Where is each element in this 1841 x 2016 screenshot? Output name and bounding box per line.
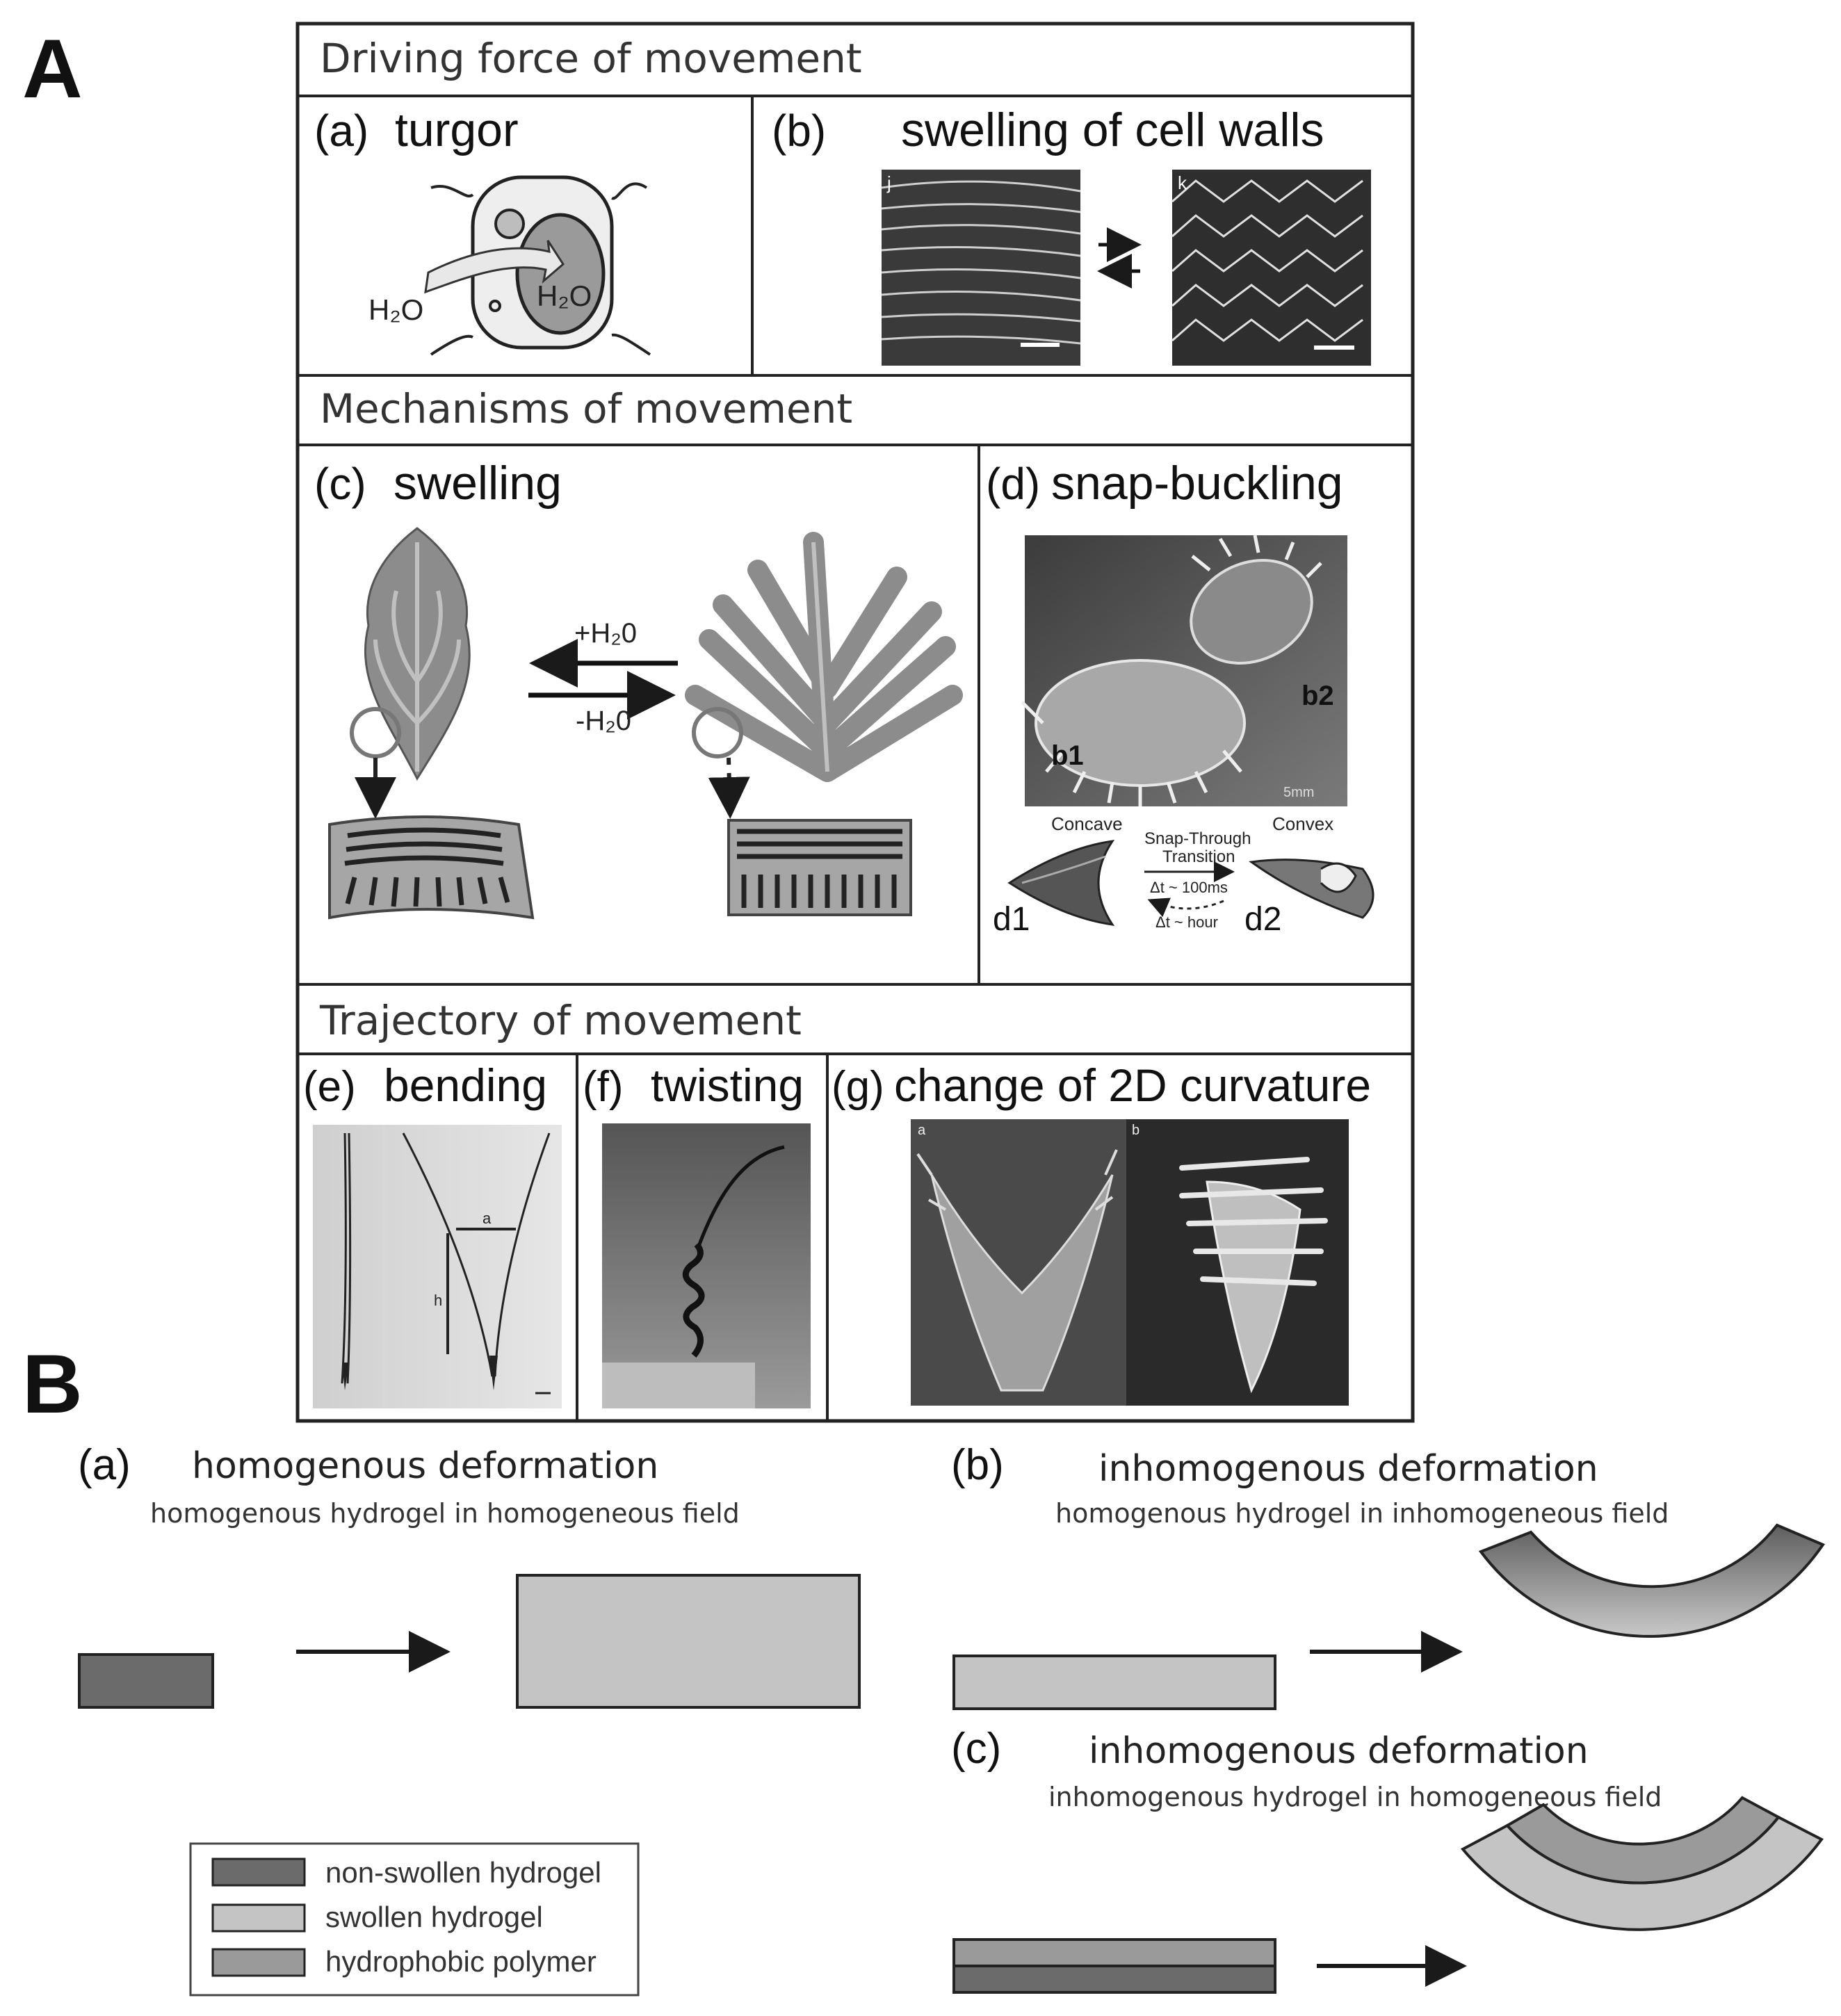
bilayer-curved (328, 815, 535, 920)
micrograph-tag-j: j (886, 172, 891, 193)
subpanel-tag-b: (b) (772, 106, 826, 156)
bending-awn-photo (313, 1125, 562, 1408)
label-concave: Concave (1051, 813, 1123, 834)
flytrap-closed-photo (1126, 1119, 1349, 1406)
shell-label-d2: d2 (1244, 901, 1281, 938)
label-plus-h2o: +H₂0 (574, 618, 637, 649)
subpanel-tag-f: (f) (583, 1063, 624, 1111)
cell-wall-micrograph-left (881, 170, 1081, 366)
pine-cone-closed (350, 527, 471, 781)
subpanel-tag-e: (e) (303, 1063, 356, 1111)
panelB-tag-a: (a) (78, 1441, 131, 1489)
photo-label-b1: b1 (1051, 740, 1084, 771)
panelB-title-a: homogenous deformation (192, 1445, 658, 1487)
h2o-inside: H₂O (537, 279, 592, 312)
label-dt-slow: Δt ~ hour (1155, 913, 1218, 931)
cell-wall-micrograph-right (1171, 170, 1371, 366)
subpanel-label-twisting: twisting (651, 1059, 804, 1111)
flytrap-open-photo (911, 1119, 1126, 1406)
panelB-title-c: inhomogenous deformation (1089, 1730, 1589, 1772)
panelB-subtitle-c: inhomogenous hydrogel in homogeneous fie… (1048, 1782, 1662, 1812)
shell-concave (1007, 840, 1115, 926)
subpanel-tag-a: (a) (314, 106, 368, 156)
legend-swatch-hydrophobic (211, 1948, 306, 1977)
legend: non-swollen hydrogel swollen hydrogel hy… (189, 1842, 640, 1997)
section-title-driving: Driving force of movement (320, 35, 862, 82)
shell-convex (1249, 859, 1374, 919)
twisting-awn-photo (602, 1123, 811, 1408)
legend-label-swollen: swollen hydrogel (325, 1901, 543, 1933)
panelB-tag-c: (c) (951, 1725, 1001, 1773)
subpanel-label-swelling: swelling (394, 457, 562, 510)
micrograph-tag-k: k (1178, 172, 1187, 193)
subpanel-label-swelling-cell-walls: swelling of cell walls (901, 104, 1324, 156)
legend-swatch-non-swollen (211, 1858, 306, 1887)
bilayer-arc-c (1460, 1796, 1824, 1931)
panel-letter-B: B (22, 1338, 83, 1431)
subpanel-tag-g: (g) (832, 1063, 884, 1111)
photo-scale-label: 5mm (1283, 785, 1314, 800)
label-convex: Convex (1272, 813, 1333, 834)
subpanel-tag-d: (d) (986, 459, 1040, 509)
h2o-outside: H₂O (368, 293, 423, 326)
section-title-mechanisms: Mechanisms of movement (320, 385, 852, 432)
panelB-tag-b: (b) (951, 1441, 1004, 1489)
legend-label-hydrophobic: hydrophobic polymer (325, 1945, 597, 1978)
panelB-subtitle-a: homogenous hydrogel in homogeneous field (150, 1498, 740, 1529)
hydrogel-flat-strip-b (952, 1655, 1276, 1710)
bending-label-a: a (482, 1210, 492, 1227)
venus-flytrap-photo (1021, 535, 1347, 806)
section-title-trajectory: Trajectory of movement (319, 997, 802, 1044)
zoom-arrow-open (708, 757, 750, 819)
snap-arrow-slow (1147, 897, 1224, 918)
panelB-title-b: inhomogenous deformation (1098, 1448, 1598, 1490)
pine-cone-open (685, 532, 963, 782)
subpanel-label-turgor: turgor (395, 104, 519, 156)
label-dt-fast: Δt ~ 100ms (1150, 879, 1228, 896)
panelB-subtitle-b: homogenous hydrogel in inhomogeneous fie… (1055, 1498, 1669, 1529)
bilayer-strip-c (952, 1938, 1276, 1994)
photo-label-b2: b2 (1301, 681, 1334, 711)
panel-A-frame (295, 22, 1415, 1423)
panel-letter-A: A (22, 22, 83, 115)
subpanel-label-snap-buckling: snap-buckling (1051, 457, 1343, 510)
shell-label-d1: d1 (993, 901, 1030, 938)
legend-swatch-swollen (211, 1903, 306, 1933)
subpanel-label-2d-curvature: change of 2D curvature (894, 1059, 1371, 1111)
flytrap-img-tag-b: b (1132, 1123, 1140, 1138)
turgor-cell-diagram (424, 175, 651, 356)
hydrogel-gradient-arc (1478, 1523, 1826, 1638)
flytrap-img-tag-a: a (918, 1123, 926, 1138)
hydrogel-swollen-block (516, 1574, 861, 1709)
label-transition: Transition (1162, 847, 1235, 866)
legend-label-non-swollen: non-swollen hydrogel (325, 1856, 601, 1889)
exchange-arrows (1097, 227, 1142, 288)
bilayer-flat (727, 819, 912, 916)
subpanel-label-bending: bending (384, 1059, 547, 1111)
hydrogel-non-swollen-block (78, 1653, 214, 1709)
label-minus-h2o: -H₂0 (576, 706, 631, 736)
swelling-reversible-arrows (528, 639, 678, 720)
subpanel-tag-c: (c) (314, 459, 366, 509)
bending-label-h: h (434, 1292, 442, 1309)
label-snap-through: Snap-Through (1144, 829, 1251, 848)
